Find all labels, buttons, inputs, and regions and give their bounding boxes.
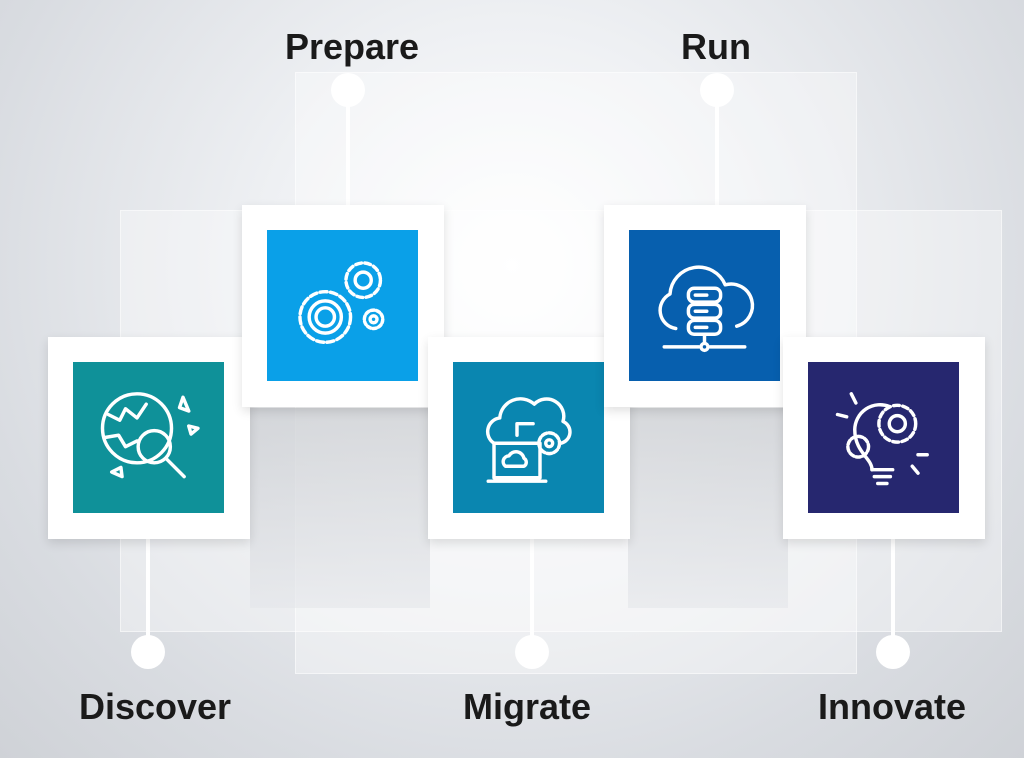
connector-dot <box>876 635 910 669</box>
step-tile <box>453 362 604 513</box>
step-migrate <box>428 337 630 539</box>
cloud-server-icon <box>658 265 755 353</box>
step-tile <box>808 362 959 513</box>
background-shadow <box>250 408 430 608</box>
step-label-prepare: Prepare <box>284 26 420 67</box>
step-innovate <box>783 337 985 539</box>
connector-dot <box>331 73 365 107</box>
step-tile <box>73 362 224 513</box>
cloud-laptop-icon <box>486 397 572 483</box>
connector-line <box>346 90 350 206</box>
globe-search-icon <box>100 392 200 479</box>
connector-line <box>146 538 150 652</box>
connector-dot <box>131 635 165 669</box>
connector-dot <box>515 635 549 669</box>
background-shadow <box>628 408 788 608</box>
step-run <box>604 205 806 407</box>
step-label-innovate: Innovate <box>817 686 967 727</box>
step-tile <box>267 230 418 381</box>
connector-dot <box>700 73 734 107</box>
step-tile <box>629 230 780 381</box>
gears-icon <box>298 261 385 345</box>
step-discover <box>48 337 250 539</box>
connector-line <box>891 538 895 652</box>
step-prepare <box>242 205 444 407</box>
step-label-discover: Discover <box>78 686 232 727</box>
step-label-migrate: Migrate <box>462 686 592 727</box>
connector-line <box>715 90 719 206</box>
connector-line <box>530 538 534 652</box>
step-label-run: Run <box>681 26 751 67</box>
lightbulb-gear-icon <box>835 392 929 486</box>
